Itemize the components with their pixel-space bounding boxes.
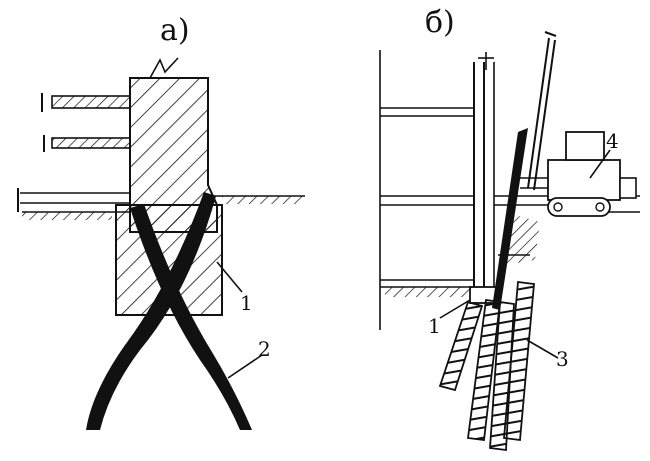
screw-pile bbox=[438, 300, 484, 392]
drilling-rig bbox=[520, 131, 637, 217]
callout-leader-a1 bbox=[216, 261, 243, 293]
panel-b-title: б) bbox=[425, 5, 455, 40]
screw-pile bbox=[466, 298, 501, 442]
panel-b: б) bbox=[379, 5, 640, 452]
callout-leader-a2 bbox=[227, 354, 263, 379]
callout-leader-b3 bbox=[526, 339, 559, 359]
callout-a-1: 1 bbox=[240, 291, 253, 315]
callout-leader-b1 bbox=[439, 299, 471, 319]
root-pile-right bbox=[86, 192, 216, 430]
screw-pile bbox=[503, 280, 535, 442]
panel-a: а) 1 2 bbox=[17, 13, 305, 430]
wall-break-mark bbox=[149, 57, 179, 79]
panel-a-title: а) bbox=[160, 13, 190, 48]
callout-a-2: 2 bbox=[258, 337, 271, 361]
floor-slabs bbox=[17, 93, 131, 212]
callout-b-3: 3 bbox=[556, 347, 569, 371]
drill-mast bbox=[492, 31, 557, 310]
ground-surface bbox=[22, 195, 305, 220]
callout-b-4: 4 bbox=[606, 129, 619, 153]
root-pile-left bbox=[130, 204, 252, 430]
floor-slabs-b bbox=[380, 107, 474, 297]
screw-piles bbox=[438, 280, 535, 452]
callout-b-1: 1 bbox=[428, 314, 441, 338]
callout-leader-b4 bbox=[589, 149, 611, 179]
